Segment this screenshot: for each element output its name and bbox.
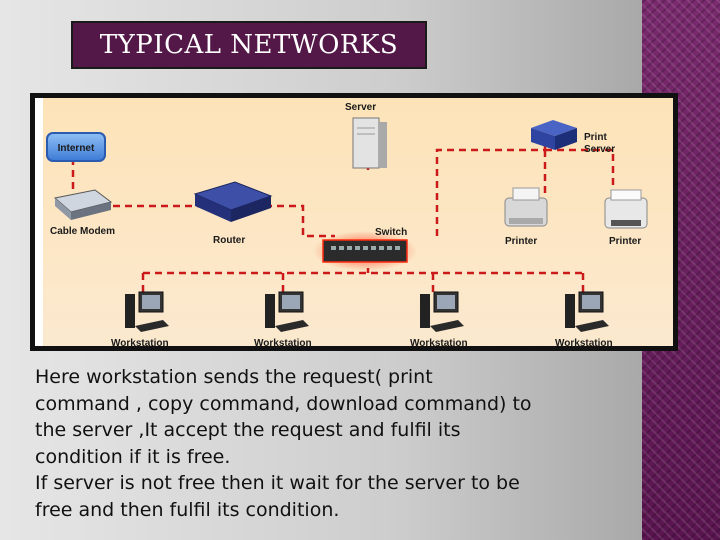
slide-title: TYPICAL NETWORKS <box>71 21 427 69</box>
printer-2-label: Printer <box>609 236 641 247</box>
workstation-3-label: Workstation <box>410 338 468 346</box>
router-label: Router <box>213 235 245 246</box>
workstation-3-icon: Workstation <box>410 291 468 346</box>
internet-label: Internet <box>58 143 95 154</box>
workstation-4-icon: Workstation <box>555 291 613 346</box>
workstation-4-label: Workstation <box>555 338 613 346</box>
server-label: Server <box>345 102 376 113</box>
cable-modem-label: Cable Modem <box>50 226 115 237</box>
decorative-side-panel <box>642 0 720 540</box>
printer-2-icon: Printer <box>604 189 648 247</box>
workstation-1-label: Workstation <box>111 338 169 346</box>
network-diagram: Internet Cable Modem Router Server <box>30 93 678 351</box>
router-icon: Router <box>193 181 273 246</box>
description-text: Here workstation sends the request( prin… <box>35 366 532 521</box>
printer-1-label: Printer <box>505 236 537 247</box>
network-diagram-canvas: Internet Cable Modem Router Server <box>35 98 673 346</box>
server-icon: Server <box>345 102 387 169</box>
internet-icon: Internet <box>46 132 106 162</box>
cable-modem-icon: Cable Modem <box>50 189 115 237</box>
printer-1-icon: Printer <box>504 187 548 247</box>
workstation-2-icon: Workstation <box>254 291 312 346</box>
workstation-1-icon: Workstation <box>111 291 169 346</box>
switch-label: Switch <box>375 227 407 238</box>
workstation-2-label: Workstation <box>254 338 312 346</box>
switch-icon: Switch <box>313 227 417 271</box>
